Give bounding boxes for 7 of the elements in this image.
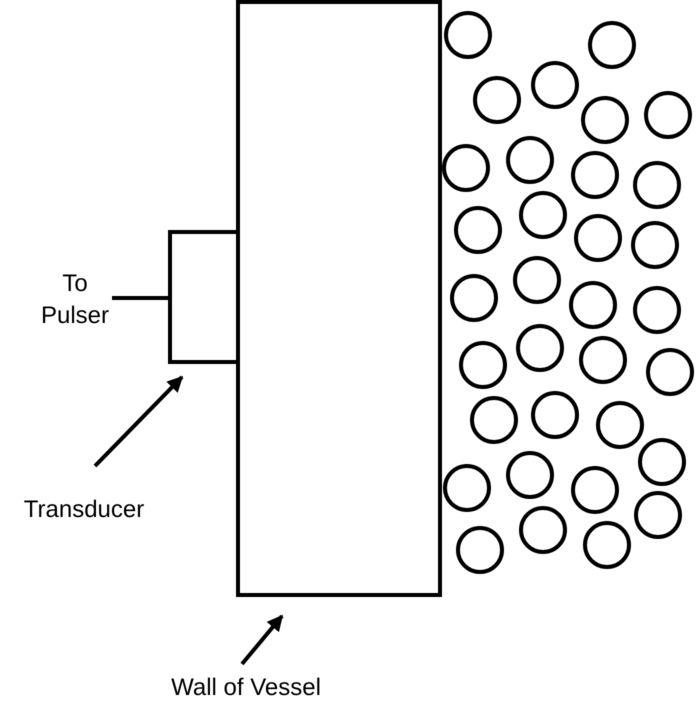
leader-arrow bbox=[94, 376, 184, 468]
label-text: Wall of Vessel bbox=[134, 670, 358, 706]
leader-arrow bbox=[240, 614, 284, 666]
vessel-wall bbox=[236, 0, 442, 597]
connecting-line bbox=[112, 296, 168, 300]
label-text: Transducer bbox=[0, 492, 168, 528]
label-text: To Pulser bbox=[40, 268, 110, 332]
